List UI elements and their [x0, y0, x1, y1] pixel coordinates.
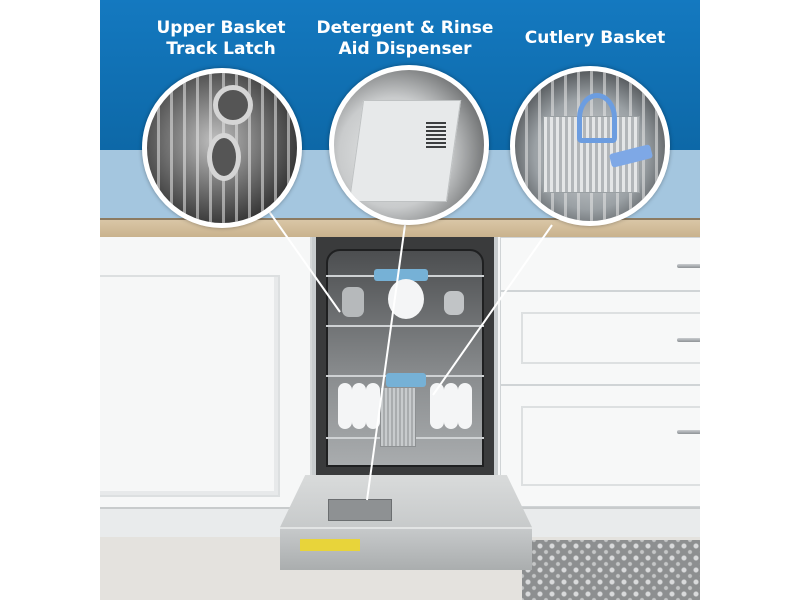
callout-detergent-rinse-aid: Detergent & Rinse Aid Dispenser [305, 18, 505, 60]
rinse-aid-grill [426, 122, 446, 148]
callout-image-detergent-dispenser [329, 65, 489, 225]
yellow-warning-label [300, 539, 360, 551]
cutlery-basket-in-rack [380, 387, 416, 447]
drawer-handle [677, 338, 700, 342]
cup [444, 291, 464, 315]
latch-clip-icon [207, 133, 241, 181]
callout-title-line1: Upper Basket [156, 18, 286, 38]
callout-image-upper-basket-latch [142, 68, 302, 228]
drawer-handle [677, 430, 700, 434]
patterned-rug [522, 540, 700, 600]
callout-title-line2: Aid Dispenser [338, 39, 472, 59]
dispenser-lid [348, 100, 462, 202]
latch-wheel-icon [213, 85, 253, 125]
drawer-panel [521, 406, 700, 486]
callout-title-line2: Track Latch [166, 39, 276, 59]
cutlery-basket-handle [386, 373, 426, 387]
plate [338, 383, 352, 429]
dishwasher-door-open [280, 475, 532, 570]
right-drawer-stack [492, 237, 700, 507]
product-photo: Upper Basket Track Latch Detergent & Rin… [100, 0, 700, 600]
callout-upper-basket-track-latch: Upper Basket Track Latch [136, 18, 306, 60]
callout-leader-lines [267, 209, 553, 501]
drawer-panel [521, 312, 700, 364]
drawer-handle [677, 264, 700, 268]
dishwasher-interior [312, 237, 498, 507]
callout-image-cutlery-basket [510, 66, 670, 226]
plate [366, 383, 380, 429]
callout-title-line1: Cutlery Basket [524, 28, 666, 48]
detergent-dispenser [328, 499, 392, 521]
callout-title-line1: Detergent & Rinse [316, 18, 494, 38]
plate [352, 383, 366, 429]
drawer-middle [500, 291, 700, 385]
cabinet-panel [100, 275, 280, 497]
drawer-bottom [500, 385, 700, 507]
plate [458, 383, 472, 429]
callout-cutlery-basket: Cutlery Basket [505, 28, 685, 49]
drawer-top [500, 237, 700, 291]
upper-rack-handle [374, 269, 428, 281]
basket-handle [577, 93, 617, 143]
left-cabinet-door [100, 237, 312, 507]
plate [444, 383, 458, 429]
cup [342, 287, 364, 317]
